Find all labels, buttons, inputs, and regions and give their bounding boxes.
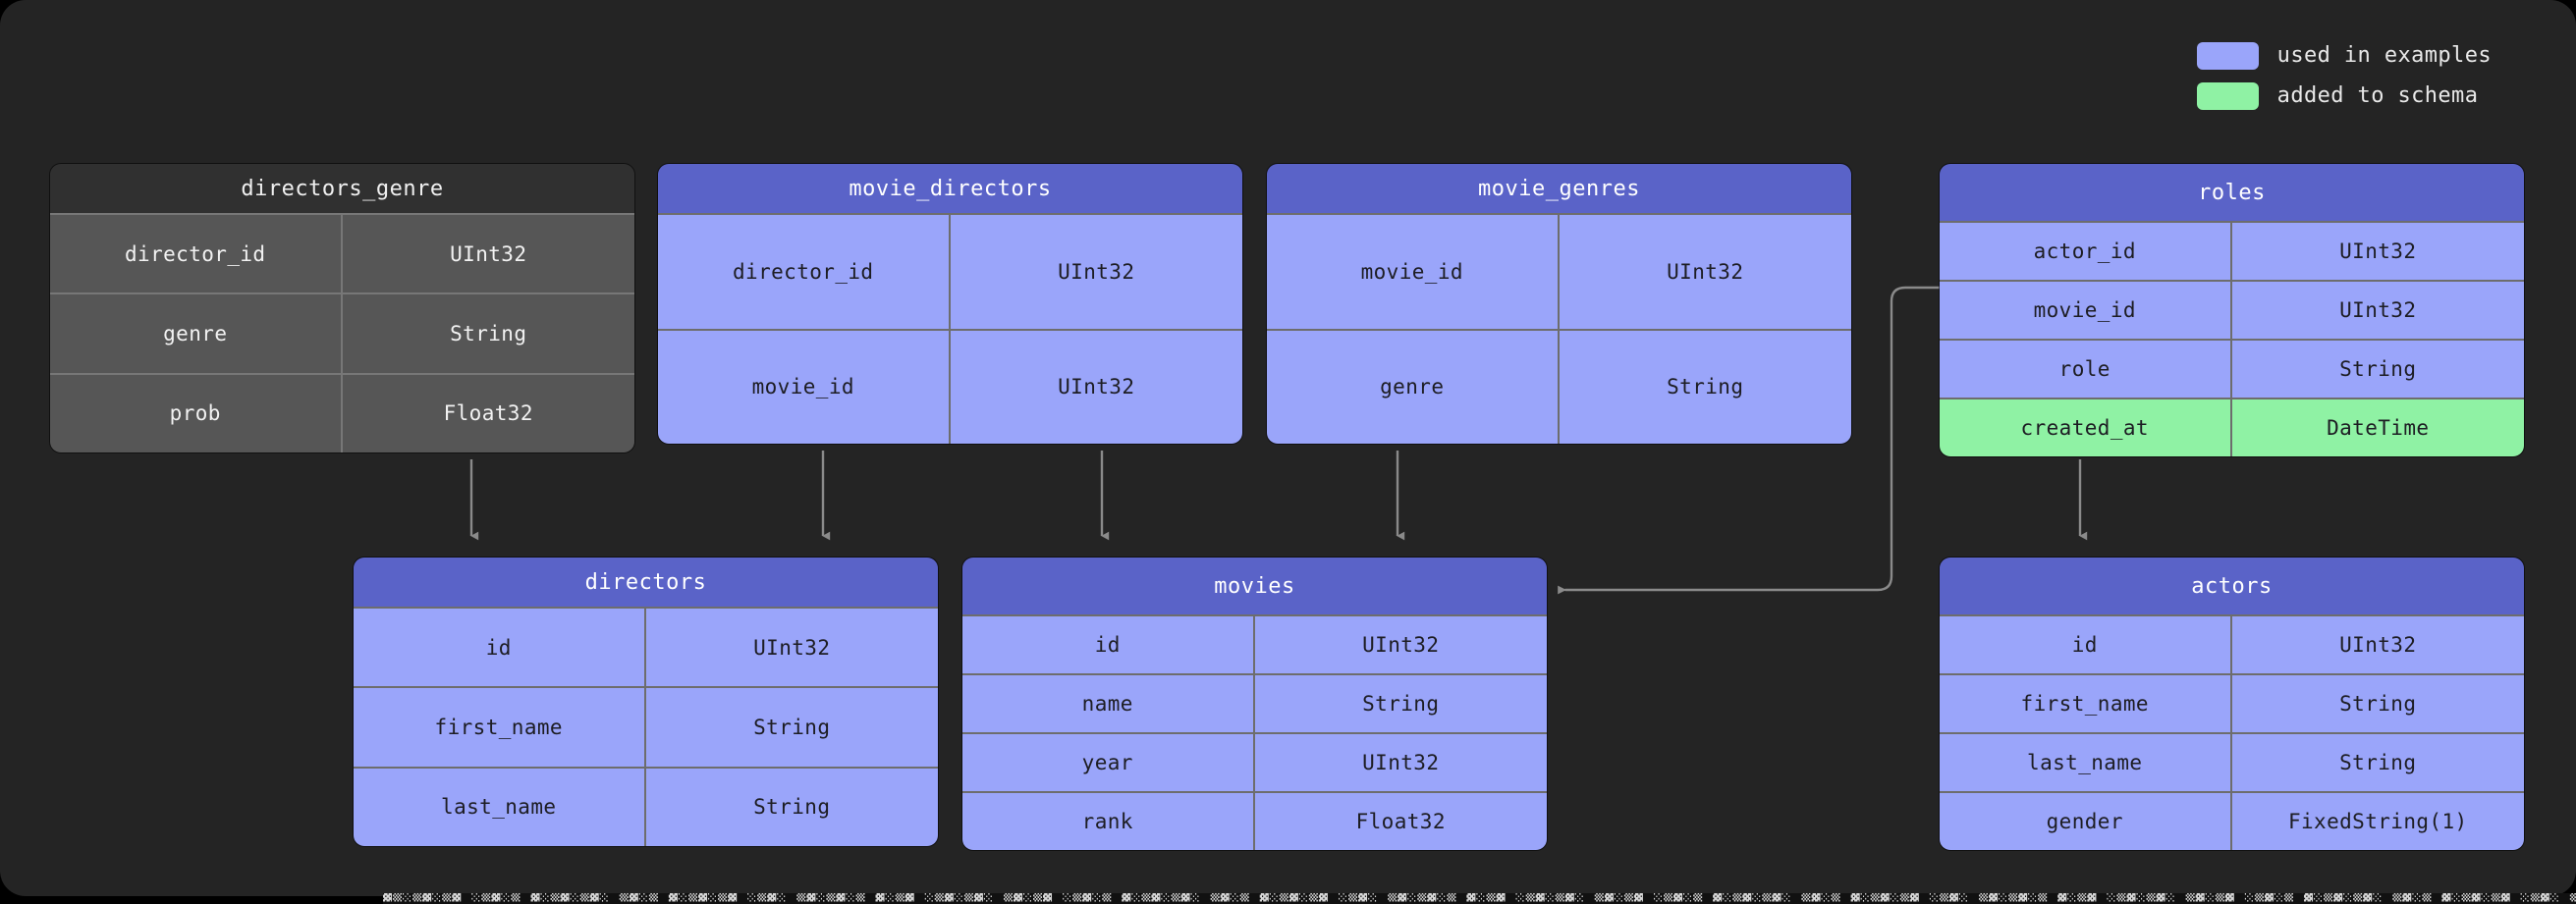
column-type-cell: String <box>2231 734 2524 791</box>
table-title-roles: roles <box>1940 164 2524 221</box>
table-row[interactable]: id UInt32 <box>354 607 938 687</box>
column-type-cell: String <box>645 688 938 767</box>
table-title-directors: directors <box>354 558 938 607</box>
table-directors[interactable]: directors id UInt32 first_name String la… <box>354 558 938 846</box>
column-name-cell: year <box>962 734 1255 791</box>
column-name-cell: role <box>1940 341 2232 398</box>
table-row[interactable]: actor_id UInt32 <box>1940 221 2524 280</box>
blue-square-swatch <box>2196 42 2259 70</box>
column-type-cell: Float32 <box>1254 793 1547 850</box>
column-name-cell: director_id <box>658 215 951 329</box>
table-row[interactable]: first_name String <box>1940 673 2524 732</box>
table-row[interactable]: prob Float32 <box>50 372 634 452</box>
table-row[interactable]: rank Float32 <box>962 791 1547 850</box>
column-type-cell: Float32 <box>342 374 634 452</box>
legend: used in examples added to schema <box>2196 42 2492 110</box>
table-row[interactable]: first_name String <box>354 686 938 767</box>
column-type-cell: String <box>645 768 938 846</box>
column-name-cell: gender <box>1940 793 2232 850</box>
column-name-cell: movie_id <box>658 330 951 444</box>
column-name-cell: last_name <box>1940 734 2232 791</box>
column-type-cell: UInt32 <box>2231 223 2524 280</box>
legend-label-added-to-schema: added to schema <box>2276 83 2479 108</box>
column-type-cell: UInt32 <box>1254 734 1547 791</box>
column-type-cell: String <box>2231 675 2524 732</box>
table-row[interactable]: movie_id UInt32 <box>658 328 1242 444</box>
column-type-cell: UInt32 <box>1559 215 1851 329</box>
table-row[interactable]: id UInt32 <box>962 614 1547 673</box>
table-row[interactable]: last_name String <box>1940 732 2524 791</box>
column-name-cell: id <box>962 616 1255 673</box>
table-row[interactable]: movie_id UInt32 <box>1940 280 2524 339</box>
column-type-cell: String <box>342 294 634 373</box>
table-row-added[interactable]: created_at DateTime <box>1940 398 2524 456</box>
legend-item-added-to-schema: added to schema <box>2196 82 2479 110</box>
table-movies[interactable]: movies id UInt32 name String year UInt32… <box>962 558 1547 850</box>
table-row[interactable]: gender FixedString(1) <box>1940 791 2524 850</box>
table-title-directors_genre: directors_genre <box>50 164 634 213</box>
column-name-cell: movie_id <box>1267 215 1560 329</box>
table-title-movie_genres: movie_genres <box>1267 164 1851 213</box>
column-name-cell: prob <box>50 374 343 452</box>
column-name-cell: id <box>1940 616 2232 673</box>
column-type-cell: UInt32 <box>2231 282 2524 339</box>
column-type-cell: UInt32 <box>950 330 1242 444</box>
column-name-cell: genre <box>50 294 343 373</box>
table-row[interactable]: genre String <box>50 292 634 373</box>
cut-off-content-sliver: ▓▒░▒▓░▒▓ ░▒▓░▒ ▓░▒▓░▒▓░ ▒▓░▒ ▓░▒▓░▒▓ ░▒▓… <box>383 893 2576 904</box>
column-name-cell: actor_id <box>1940 223 2232 280</box>
table-directors_genre[interactable]: directors_genre director_id UInt32 genre… <box>50 164 634 452</box>
column-name-cell: movie_id <box>1940 282 2232 339</box>
column-name-cell: first_name <box>1940 675 2232 732</box>
table-actors[interactable]: actors id UInt32 first_name String last_… <box>1940 558 2524 850</box>
table-title-actors: actors <box>1940 558 2524 614</box>
column-type-cell: UInt32 <box>645 609 938 687</box>
table-row[interactable]: role String <box>1940 339 2524 398</box>
column-name-cell: first_name <box>354 688 646 767</box>
legend-item-used-in-examples: used in examples <box>2196 42 2492 70</box>
column-type-cell: String <box>1254 675 1547 732</box>
table-row[interactable]: name String <box>962 673 1547 732</box>
green-square-swatch <box>2196 82 2259 110</box>
table-roles[interactable]: roles actor_id UInt32 movie_id UInt32 ro… <box>1940 164 2524 456</box>
table-row[interactable]: movie_id UInt32 <box>1267 213 1851 329</box>
legend-label-used-in-examples: used in examples <box>2276 43 2492 68</box>
table-row[interactable]: id UInt32 <box>1940 614 2524 673</box>
table-row[interactable]: genre String <box>1267 328 1851 444</box>
column-type-cell: DateTime <box>2231 399 2524 456</box>
column-type-cell: FixedString(1) <box>2231 793 2524 850</box>
column-type-cell: String <box>2231 341 2524 398</box>
table-title-movie_directors: movie_directors <box>658 164 1242 213</box>
column-name-cell: created_at <box>1940 399 2232 456</box>
column-name-cell: name <box>962 675 1255 732</box>
table-row[interactable]: director_id UInt32 <box>658 213 1242 329</box>
column-name-cell: rank <box>962 793 1255 850</box>
table-movie_directors[interactable]: movie_directors director_id UInt32 movie… <box>658 164 1242 444</box>
column-name-cell: director_id <box>50 215 343 293</box>
table-row[interactable]: last_name String <box>354 766 938 846</box>
column-type-cell: UInt32 <box>342 215 634 293</box>
column-type-cell: String <box>1559 330 1851 444</box>
column-type-cell: UInt32 <box>950 215 1242 329</box>
table-title-movies: movies <box>962 558 1547 614</box>
table-movie_genres[interactable]: movie_genres movie_id UInt32 genre Strin… <box>1267 164 1851 444</box>
column-name-cell: last_name <box>354 768 646 846</box>
column-name-cell: genre <box>1267 330 1560 444</box>
column-type-cell: UInt32 <box>2231 616 2524 673</box>
cut-off-content-text: ▓▒░▒▓░▒▓ ░▒▓░▒ ▓░▒▓░▒▓░ ▒▓░▒ ▓░▒▓░▒▓ ░▒▓… <box>383 893 2576 902</box>
column-name-cell: id <box>354 609 646 687</box>
table-row[interactable]: director_id UInt32 <box>50 213 634 293</box>
table-row[interactable]: year UInt32 <box>962 732 1547 791</box>
column-type-cell: UInt32 <box>1254 616 1547 673</box>
